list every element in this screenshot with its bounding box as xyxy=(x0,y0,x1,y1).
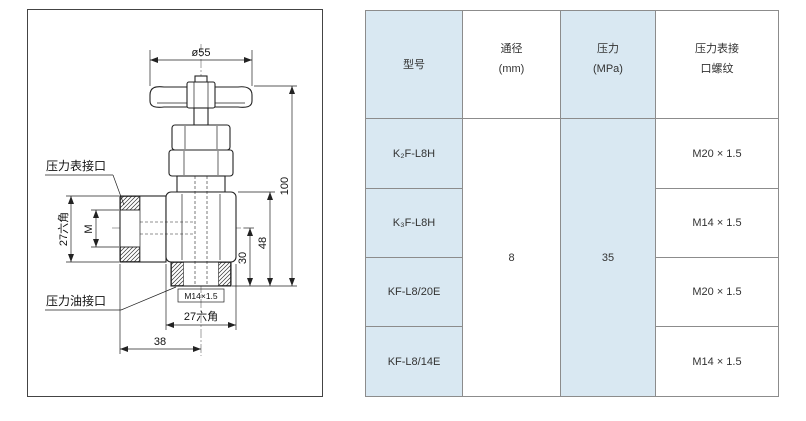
dim-body-height-text: 48 xyxy=(257,237,269,249)
dim-side-hex: 27六角 xyxy=(57,195,119,263)
dim-port-height-text: 30 xyxy=(237,252,249,264)
valve-body xyxy=(165,191,237,263)
dim-side-thread: M xyxy=(83,209,119,248)
cell-model: KF-L8/20E xyxy=(365,257,463,327)
dim-port-offset: 38 xyxy=(119,264,201,354)
dim-port-offset-text: 38 xyxy=(154,336,166,348)
cell-gauge-thread: M20 × 1.5 xyxy=(655,257,779,327)
header-gauge-thread: 压力表接 口螺纹 xyxy=(655,10,779,119)
dim-total-height: 100 xyxy=(232,85,297,287)
cell-model: K₃F-L8H xyxy=(365,188,463,258)
dim-bottom-hex-text: 27六角 xyxy=(184,310,218,323)
table-row: KF-L8/14E M14 × 1.5 xyxy=(365,326,779,397)
header-model: 型号 xyxy=(365,10,463,119)
dim-side-hex-text: 27六角 xyxy=(57,212,70,246)
header-bore: 通径 (mm) xyxy=(462,10,561,119)
handwheel xyxy=(149,75,253,109)
table-row: K₂F-L8H 8 35 M20 × 1.5 xyxy=(365,118,779,397)
header-bore-line1: 通径 xyxy=(500,42,523,55)
dim-handwheel-diameter: ø55 xyxy=(149,47,253,86)
cell-model: K₂F-L8H xyxy=(365,118,463,189)
dim-handwheel-diameter-text: ø55 xyxy=(192,47,211,59)
label-oil-port: 压力油接口 xyxy=(45,286,177,311)
valve-drawing: ø55 100 48 30 27六角 M 压力表接口 xyxy=(27,9,323,397)
cell-gauge-thread: M14 × 1.5 xyxy=(655,188,779,258)
dim-total-height-text: 100 xyxy=(279,177,291,195)
gauge-port xyxy=(119,195,167,263)
oil-port xyxy=(170,261,232,287)
cell-bore: 8 xyxy=(462,118,561,397)
dim-body-height: 48 xyxy=(238,191,275,286)
header-pressure: 压力 (MPa) xyxy=(560,10,656,119)
label-oil-port-text: 压力油接口 xyxy=(46,293,106,308)
dim-bottom-thread-text: M14×1.5 xyxy=(184,291,218,301)
header-pressure-line1: 压力 xyxy=(597,42,619,55)
header-gauge-thread-line2: 口螺纹 xyxy=(700,62,734,75)
dim-side-thread-text: M xyxy=(83,224,95,233)
lock-nut xyxy=(168,149,234,177)
header-gauge-thread-line1: 压力表接 xyxy=(695,42,739,55)
valve-neck xyxy=(176,175,226,193)
table-row: KF-L8/20E M20 × 1.5 xyxy=(365,257,779,327)
header-pressure-line2: (MPa) xyxy=(593,62,623,75)
dim-bottom-thread: M14×1.5 xyxy=(177,288,225,303)
label-gauge-port-text: 压力表接口 xyxy=(46,158,106,173)
header-model-text: 型号 xyxy=(403,58,425,71)
dim-port-height: 30 xyxy=(237,227,254,286)
cell-gauge-thread: M14 × 1.5 xyxy=(655,326,779,397)
dim-bottom-hex: 27六角 xyxy=(165,264,237,330)
cell-pressure: 35 xyxy=(560,118,656,397)
cell-model: KF-L8/14E xyxy=(365,326,463,397)
cell-gauge-thread: M20 × 1.5 xyxy=(655,118,779,189)
hidden-bores xyxy=(140,176,208,286)
packing-nut xyxy=(171,124,231,151)
valve-stem xyxy=(193,107,209,126)
label-gauge-port: 压力表接口 xyxy=(45,158,125,206)
spec-table: 型号 通径 (mm) 压力 (MPa) 压力表接 口螺纹 K₂F-L8H 8 3… xyxy=(365,10,779,397)
table-header-row: 型号 通径 (mm) 压力 (MPa) 压力表接 口螺纹 xyxy=(365,10,779,119)
table-row: K₃F-L8H M14 × 1.5 xyxy=(365,188,779,258)
header-bore-line2: (mm) xyxy=(498,62,525,75)
